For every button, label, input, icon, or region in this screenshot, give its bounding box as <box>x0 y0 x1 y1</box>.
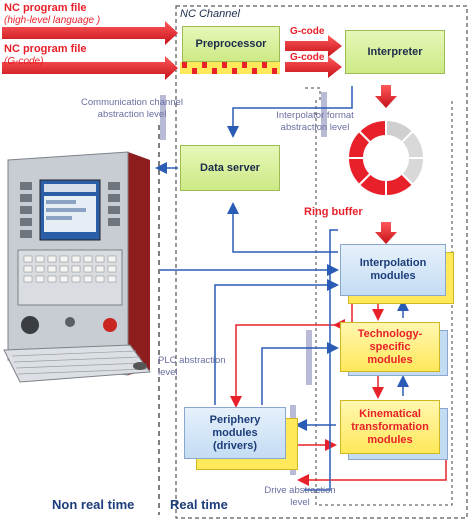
plc-level-line-1: PLC abstraction <box>158 355 226 366</box>
technology-label-3: modules <box>367 353 413 366</box>
drive-level-line-1: Drive abstraction <box>264 485 336 496</box>
input-arrow-2 <box>2 56 178 80</box>
file2-title: NC program file <box>4 43 87 55</box>
interp-level-line-1: Interpolator format <box>276 110 354 121</box>
input-arrow-1 <box>2 21 178 45</box>
gcode-label-2: G-code <box>290 52 325 63</box>
kinematical-label-1: Kinematical <box>359 407 421 420</box>
interpolation-label-2: modules <box>370 270 416 282</box>
ring-buffer-graphic <box>346 118 426 198</box>
preprocessor-label: Preprocessor <box>195 37 267 50</box>
nc-channel-frame <box>175 5 468 519</box>
technology-box: Technology- specific modules <box>340 322 440 372</box>
kinematical-label-2: transformation <box>351 420 429 433</box>
file2-subtitle: (G-code) <box>4 56 44 67</box>
gcode-bus <box>180 62 280 74</box>
data-server-box: Data server <box>180 145 280 191</box>
file1-subtitle: (high-level language ) <box>4 15 101 26</box>
interpolation-label-1: Interpolation <box>359 257 427 269</box>
drive-level-line-2: level <box>290 497 310 508</box>
interp-to-ring-arrow <box>375 85 397 108</box>
real-time-label: Real time <box>170 497 228 512</box>
interpreter-box: Interpreter <box>345 30 445 74</box>
nc-channel-title: NC Channel <box>180 8 240 20</box>
preprocessor-box: Preprocessor <box>182 26 280 62</box>
gcode-label-1: G-code <box>290 26 325 37</box>
interp-level-bar <box>321 92 327 137</box>
interp-level-label: Interpolator format abstraction level <box>255 110 375 134</box>
periphery-label-3: (drivers) <box>212 439 258 452</box>
kinematical-label-3: modules <box>367 433 413 446</box>
gcode-arrow-2 <box>285 56 342 78</box>
interp-level-line-2: abstraction level <box>280 122 350 133</box>
ring-buffer-label: Ring buffer <box>304 206 363 218</box>
data-server-label: Data server <box>200 161 260 174</box>
plc-level-bar <box>306 330 312 385</box>
periphery-label-2: modules <box>212 426 258 439</box>
gcode-arrow-1 <box>285 35 342 57</box>
technology-label-1: Technology- <box>357 327 423 340</box>
non-real-time-label: Non real time <box>52 497 135 512</box>
kinematical-box: Kinematical transformation modules <box>340 400 440 454</box>
drive-level-label: Drive abstraction level <box>250 485 350 509</box>
periphery-label-1: Periphery <box>209 413 261 426</box>
comm-level-line-1: Communication channel <box>81 97 183 108</box>
comm-level-label: Communication channel abstraction level <box>72 97 192 121</box>
file1-title: NC program file <box>4 2 87 14</box>
plc-level-line-2: level <box>158 367 178 378</box>
cnc-panel-illustration <box>3 151 151 383</box>
interpreter-label: Interpreter <box>367 45 423 58</box>
ring-to-interp-arrow <box>375 222 397 244</box>
comm-level-bar <box>160 95 166 140</box>
technology-label-2: specific <box>369 340 411 353</box>
interpolation-box: Interpolation modules <box>340 244 446 296</box>
plc-level-label: PLC abstraction level <box>158 355 238 379</box>
periphery-box: Periphery modules (drivers) <box>184 407 286 459</box>
comm-level-line-2: abstraction level <box>97 109 167 120</box>
